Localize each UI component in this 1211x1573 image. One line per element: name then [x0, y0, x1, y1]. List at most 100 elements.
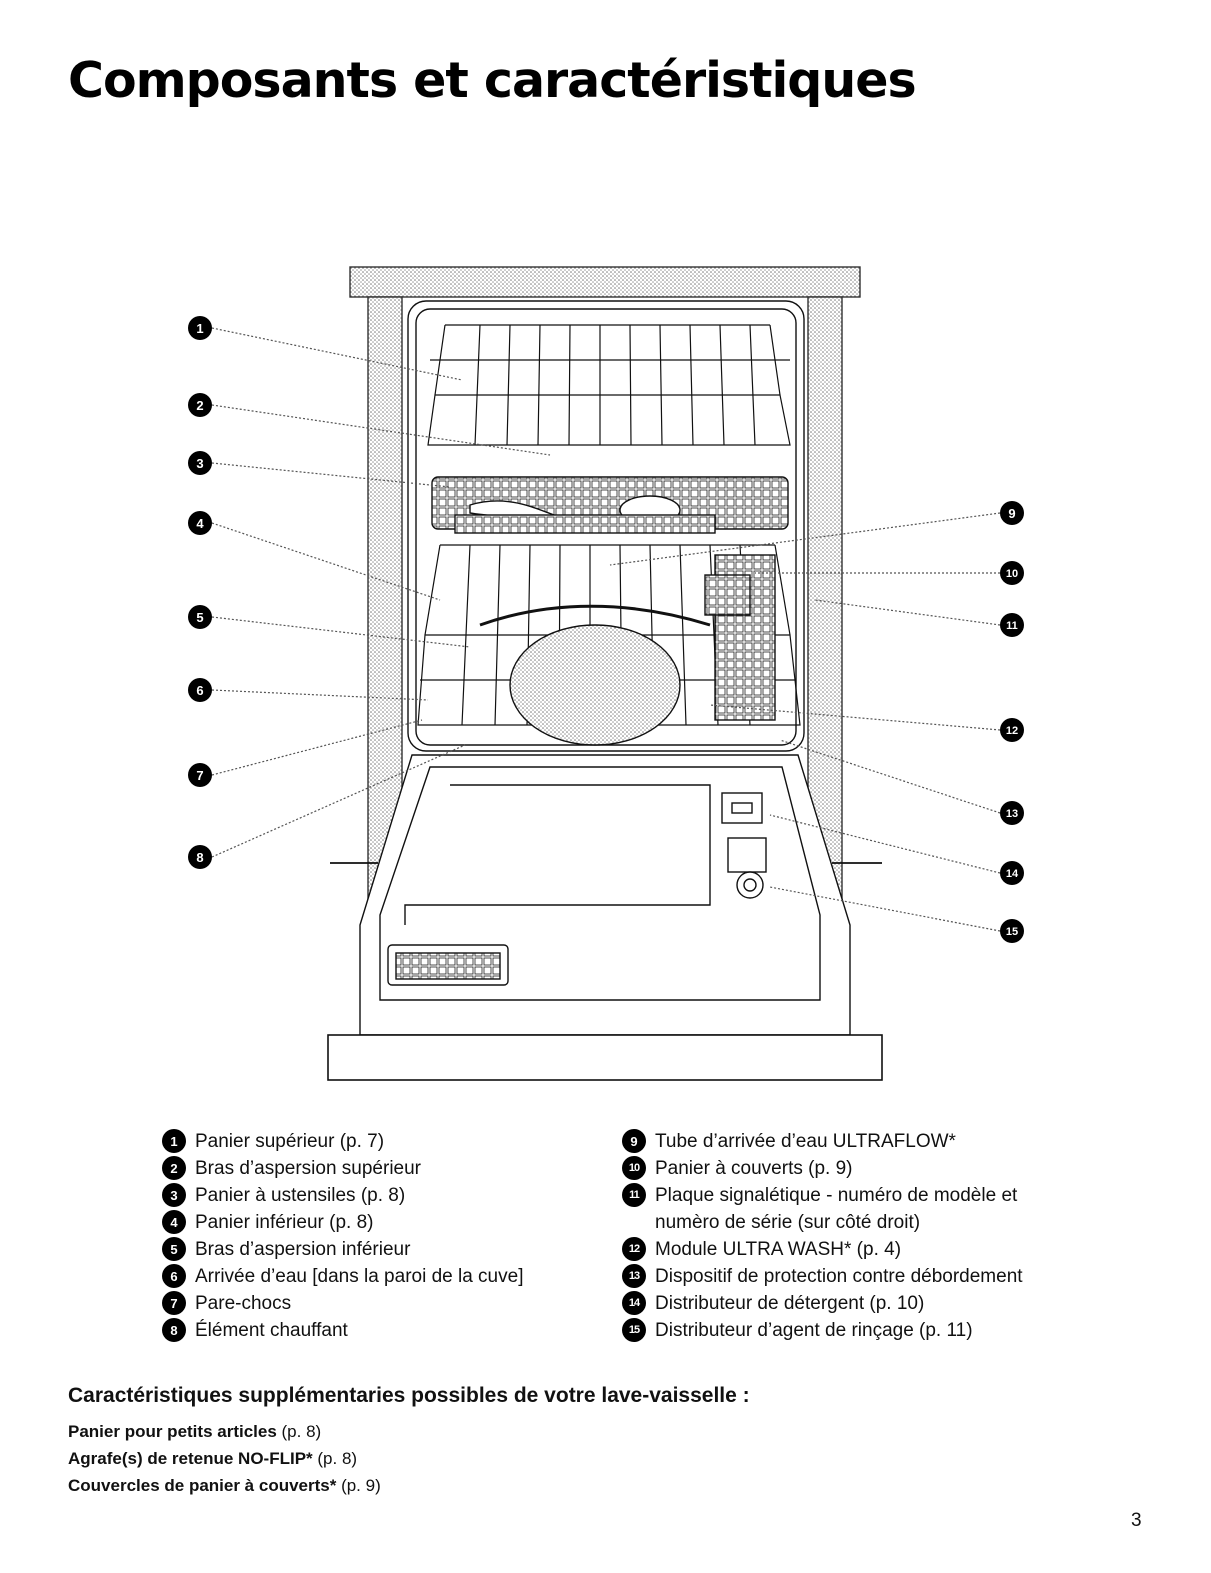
callout-badge-12: 12 — [1000, 718, 1024, 742]
callout-badge-14: 14 — [1000, 861, 1024, 885]
door-base — [327, 1034, 883, 1081]
legend-label: Tube d’arrivée d’eau ULTRAFLOW* — [655, 1131, 956, 1152]
extras-item-ref: (p. 8) — [276, 1422, 322, 1441]
svg-text:7: 7 — [196, 768, 203, 783]
svg-text:10: 10 — [1006, 568, 1018, 580]
legend-right: 9 Tube d’arrivée d’eau ULTRAFLOW* 10 Panie… — [622, 1128, 1062, 1344]
legend-item: 14 Distributeur de détergent (p. 10) — [622, 1290, 1062, 1317]
legend-label: Pare-chocs — [195, 1293, 292, 1314]
rinse-aid-cap — [736, 871, 764, 899]
legend-item: 12 Module ULTRA WASH* (p. 4) — [622, 1236, 1062, 1263]
legend-badge: 5 — [162, 1237, 186, 1261]
legend-label: Panier supérieur (p. 7) — [195, 1131, 385, 1152]
callout-badge-11: 11 — [1000, 613, 1024, 637]
svg-text:4: 4 — [196, 516, 204, 531]
extras-item-name: Panier pour petits articles — [68, 1422, 277, 1441]
legend-label: Panier à couverts (p. 9) — [655, 1158, 853, 1179]
legend-item: 13 Dispositif de protection contre débord… — [622, 1263, 1062, 1290]
legend-badge: 3 — [162, 1183, 186, 1207]
legend-item: 11 Plaque signalétique - numéro de modèle… — [622, 1182, 1062, 1236]
leader-lines — [211, 327, 1001, 932]
legend-badge: 11 — [622, 1183, 646, 1207]
svg-text:1: 1 — [196, 321, 203, 336]
legend-label: Dispositif de protection contre débordem… — [655, 1266, 1023, 1287]
legend-badge: 14 — [622, 1291, 646, 1315]
callout-badge-2: 2 — [188, 393, 212, 417]
extras-item: Panier pour petits articles (p. 8) — [68, 1418, 381, 1445]
legend-item: 7 Pare-chocs — [162, 1290, 523, 1317]
legend-label: Plaque signalétique - numéro de modèle e… — [655, 1185, 1018, 1233]
extras-item-ref: (p. 9) — [336, 1476, 381, 1495]
legend-label: Élément chauffant — [195, 1320, 348, 1341]
callout-badge-15: 15 — [1000, 919, 1024, 943]
svg-text:11: 11 — [1006, 620, 1018, 632]
legend-badge: 2 — [162, 1156, 186, 1180]
legend-label: Module ULTRA WASH* (p. 4) — [655, 1239, 902, 1260]
legend-item: 2 Bras d’aspersion supérieur — [162, 1155, 523, 1182]
svg-text:13: 13 — [1006, 808, 1018, 820]
legend-item: 8 Élément chauffant — [162, 1317, 523, 1344]
dishwasher-diagram: 1 2 3 4 5 6 7 8 9 10 11 12 13 14 15 — [188, 266, 1024, 1081]
legend-label: Distributeur d’agent de rinçage (p. 11) — [655, 1320, 973, 1341]
svg-text:2: 2 — [196, 398, 203, 413]
open-door — [359, 754, 851, 1036]
page-title: Composants et caractéristiques — [68, 52, 917, 109]
legend-item: 15 Distributeur d’agent de rinçage (p. 11… — [622, 1317, 1062, 1344]
page-number: 3 — [1131, 1510, 1142, 1531]
extras-item: Agrafe(s) de retenue NO-FLIP* (p. 8) — [68, 1445, 381, 1472]
extras-item: Couvercles de panier à couverts* (p. 9) — [68, 1472, 381, 1499]
legend-badge: 8 — [162, 1318, 186, 1342]
legend-badge: 4 — [162, 1210, 186, 1234]
legend-label: Panier à ustensiles (p. 8) — [195, 1185, 406, 1206]
legend-badge: 15 — [622, 1318, 646, 1342]
svg-text:5: 5 — [196, 610, 203, 625]
legend-badge: 7 — [162, 1291, 186, 1315]
svg-text:6: 6 — [196, 683, 203, 698]
extras-item-ref: (p. 8) — [312, 1449, 358, 1468]
legend-item: 3 Panier à ustensiles (p. 8) — [162, 1182, 523, 1209]
legend-item: 6 Arrivée d’eau [dans la paroi de la cuve… — [162, 1263, 523, 1290]
svg-text:9: 9 — [1008, 506, 1015, 521]
callout-badge-8: 8 — [188, 845, 212, 869]
legend-item: 9 Tube d’arrivée d’eau ULTRAFLOW* — [622, 1128, 1062, 1155]
detergent-dispenser-shape — [721, 792, 763, 824]
legend-badge: 13 — [622, 1264, 646, 1288]
extras-item-name: Agrafe(s) de retenue NO-FLIP* — [68, 1449, 313, 1468]
legend-badge: 10 — [622, 1156, 646, 1180]
legend-label: Arrivée d’eau [dans la paroi de la cuve] — [195, 1266, 524, 1287]
callout-badge-7: 7 — [188, 763, 212, 787]
legend-label: Bras d’aspersion supérieur — [195, 1158, 422, 1179]
callout-badge-9: 9 — [1000, 501, 1024, 525]
upper-rack — [427, 324, 791, 446]
legend-item: 1 Panier supérieur (p. 7) — [162, 1128, 523, 1155]
extras-heading: Caractéristiques supplémentaries possibl… — [68, 1384, 750, 1407]
svg-text:14: 14 — [1006, 868, 1019, 880]
legend-badge: 1 — [162, 1129, 186, 1153]
legend-item: 5 Bras d’aspersion inférieur — [162, 1236, 523, 1263]
callout-badge-6: 6 — [188, 678, 212, 702]
lower-spray-basin — [509, 624, 681, 746]
legend-label: Distributeur de détergent (p. 10) — [655, 1293, 925, 1314]
svg-text:12: 12 — [1006, 725, 1018, 737]
legend-badge: 6 — [162, 1264, 186, 1288]
svg-text:3: 3 — [196, 456, 203, 471]
callout-badge-1: 1 — [188, 316, 212, 340]
legend-label: Panier inférieur (p. 8) — [195, 1212, 374, 1233]
callout-badge-10: 10 — [1000, 561, 1024, 585]
callout-badge-3: 3 — [188, 451, 212, 475]
legend-badge: 12 — [622, 1237, 646, 1261]
legend-item: 10 Panier à couverts (p. 9) — [622, 1155, 1062, 1182]
callout-badges: 1 2 3 4 5 6 7 8 9 10 11 12 13 14 15 — [188, 316, 1024, 943]
legend-item: 4 Panier inférieur (p. 8) — [162, 1209, 523, 1236]
callout-badge-5: 5 — [188, 605, 212, 629]
callout-badge-13: 13 — [1000, 801, 1024, 825]
countertop — [349, 266, 861, 298]
legend-badge: 9 — [622, 1129, 646, 1153]
svg-text:15: 15 — [1006, 926, 1018, 938]
callout-badge-4: 4 — [188, 511, 212, 535]
svg-text:8: 8 — [196, 850, 203, 865]
dishwasher-illustration — [327, 266, 883, 1081]
extras-item-name: Couvercles de panier à couverts* — [68, 1476, 337, 1495]
legend-label: Bras d’aspersion inférieur — [195, 1239, 411, 1260]
